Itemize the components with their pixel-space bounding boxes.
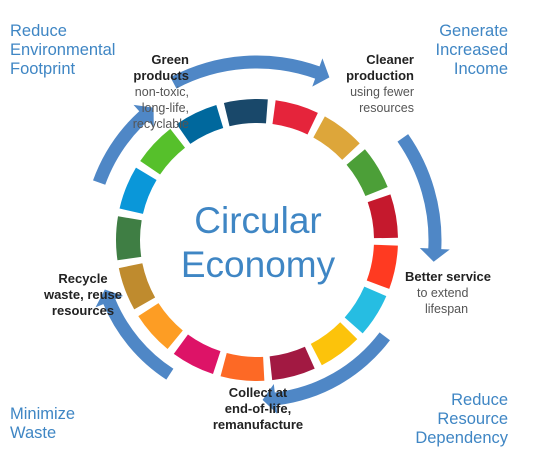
- outcome-reduce-resource-dependency: Reduce Resource Dependency: [415, 391, 508, 448]
- stage-detail: long-life,: [141, 101, 189, 115]
- outcome-text: Increased: [435, 41, 508, 59]
- outcome-minimize-waste: Minimize Waste: [10, 405, 75, 443]
- outcome-text: Resource: [437, 410, 508, 428]
- stage-better-service: Better service to extend lifespan: [405, 269, 491, 317]
- stage-detail: non-toxic,: [134, 85, 189, 99]
- stage-title: resources: [51, 303, 115, 318]
- ring-segment: [220, 353, 265, 381]
- outcome-text: Footprint: [10, 60, 76, 78]
- outcome-text: Reduce: [451, 391, 508, 409]
- stage-title: Cleaner: [366, 52, 414, 67]
- ring-segment: [223, 99, 268, 127]
- outcome-text: Reduce: [10, 22, 67, 40]
- arrow-to-recycle: [95, 289, 174, 380]
- outcome-reduce-environmental-footprint: Reduce Environmental Footprint: [10, 22, 115, 79]
- stage-title: production: [346, 68, 414, 83]
- ring-segment: [367, 194, 398, 239]
- stage-title: remanufacture: [212, 417, 304, 432]
- stage-title: end-of-life,: [224, 401, 292, 416]
- outcome-text: Minimize: [10, 405, 76, 423]
- outcome-text: Generate: [439, 22, 508, 40]
- arrow-to-better-service: [397, 134, 450, 262]
- ring-segment: [313, 116, 360, 160]
- sdg-color-ring: [116, 99, 398, 381]
- stage-detail: lifespan: [425, 302, 469, 316]
- stage-collect-remanufacture: Collect at end-of-life, remanufacture: [198, 385, 318, 433]
- arrow-to-cleaner-production: [170, 55, 330, 89]
- outcome-text: Dependency: [415, 429, 508, 447]
- stage-cleaner-production: Cleaner production using fewer resources: [346, 52, 414, 116]
- center-title-line-2: Economy: [181, 244, 336, 285]
- ring-segment: [269, 346, 315, 381]
- outcome-generate-increased-income: Generate Increased Income: [436, 22, 508, 79]
- stage-detail: resources: [359, 101, 414, 115]
- stage-detail: using fewer: [350, 85, 414, 99]
- stage-detail: to extend: [417, 286, 469, 300]
- stage-title: products: [133, 68, 189, 83]
- arrow-to-collect: [262, 332, 390, 414]
- stage-title: Better service: [405, 269, 491, 284]
- stage-recycle-reuse: Recycle waste, reuse resources: [28, 271, 138, 319]
- stage-green-products: Green products non-toxic, long-life, rec…: [133, 52, 189, 132]
- ring-segment: [119, 167, 157, 214]
- outcome-text: Income: [453, 60, 508, 78]
- ring-segment: [344, 286, 387, 334]
- stage-title: Green: [151, 52, 189, 67]
- outcome-text: Environmental: [10, 41, 116, 59]
- cycle-arrows: [93, 55, 450, 414]
- center-title-line-1: Circular: [194, 200, 321, 241]
- stage-detail: recyclable: [132, 117, 189, 131]
- ring-segment: [272, 100, 318, 135]
- stage-title: waste, reuse: [43, 287, 123, 302]
- ring-segment: [138, 303, 183, 350]
- ring-segment: [173, 334, 221, 374]
- arrow-to-green-products: [93, 104, 154, 185]
- outcome-text: Waste: [10, 424, 57, 442]
- ring-segment: [118, 263, 156, 310]
- ring-segment: [116, 216, 142, 261]
- ring-segment: [140, 128, 186, 175]
- ring-segment: [346, 149, 388, 197]
- stage-title: Recycle: [58, 271, 108, 286]
- ring-segment: [310, 322, 358, 366]
- stage-title: Collect at: [228, 385, 288, 400]
- ring-segment: [366, 244, 398, 289]
- ring-segment: [176, 105, 224, 144]
